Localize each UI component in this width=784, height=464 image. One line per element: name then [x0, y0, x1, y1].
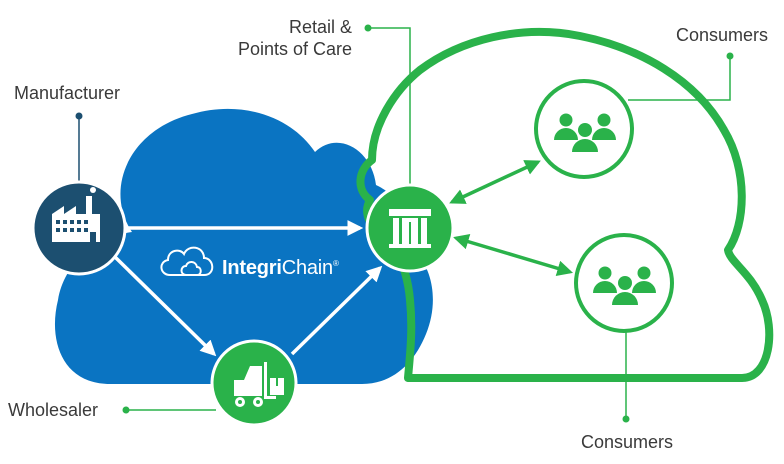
consumers-top-node — [534, 79, 634, 179]
wholesaler-node — [210, 339, 298, 427]
retail-label-line2: Points of Care — [237, 39, 352, 59]
label-leaders — [75, 24, 734, 423]
arrow-retail-consumers-bottom — [452, 234, 574, 276]
manufacturer-node — [31, 180, 127, 276]
wholesaler-label: Wholesaler — [8, 400, 99, 420]
consumers-top-leader — [628, 56, 731, 101]
cloud-logo-icon — [160, 246, 214, 276]
registered-mark: ® — [332, 259, 339, 268]
wholesaler-leader-dot — [122, 406, 130, 414]
forklift-icon — [234, 362, 284, 407]
consumers-bottom-label: Consumers — [581, 432, 674, 452]
manufacturer-label: Manufacturer — [14, 83, 121, 103]
storefront-icon — [389, 209, 431, 248]
retail-label-line1: Retail & — [288, 17, 352, 37]
brand-name-part2: Chain — [281, 257, 333, 279]
manufacturer-leader-dot — [75, 112, 83, 120]
blue-cloud-shape — [54, 108, 433, 385]
consumers-top-leader-dot — [726, 52, 734, 60]
retail-leader — [368, 27, 411, 196]
retail-node — [365, 183, 455, 273]
arrow-manufacturer-to-wholesaler — [112, 254, 217, 357]
arrow-retail-consumers-top — [449, 160, 541, 204]
consumers-top-label: Consumers — [676, 25, 769, 45]
flow-arrows-green — [449, 160, 574, 276]
flow-arrows-white — [112, 220, 383, 357]
integrichain-brand: IntegriChain® — [222, 257, 339, 280]
arrow-wholesaler-to-retail — [290, 265, 383, 356]
brand-name-part1: Integri — [222, 257, 282, 279]
people-group-icon — [593, 266, 656, 305]
consumers-bottom-leader-dot — [622, 415, 630, 423]
retail-points-of-care-label: Retail & Points of Care — [212, 16, 352, 60]
retail-leader-dot — [364, 24, 372, 32]
people-group-icon — [554, 113, 616, 152]
consumers-bottom-node — [574, 233, 674, 333]
factory-icon — [52, 183, 100, 242]
